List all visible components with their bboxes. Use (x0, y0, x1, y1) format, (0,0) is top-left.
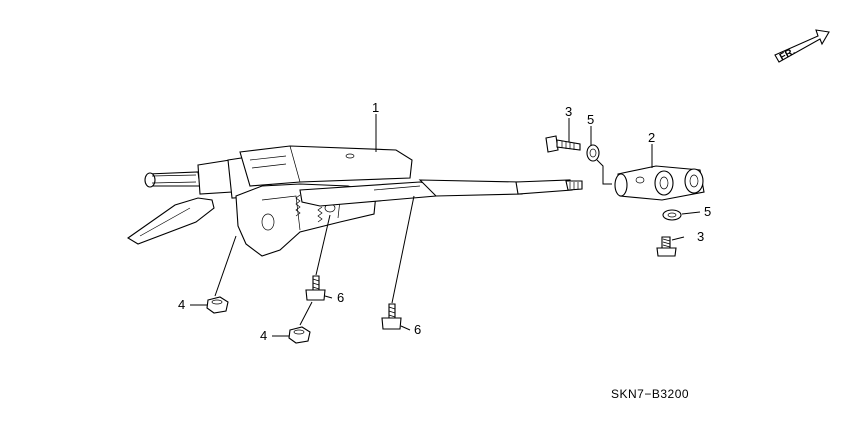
bolt-center (305, 275, 326, 301)
callout-6-right: 6 (414, 322, 421, 337)
front-direction-arrow: FR. (774, 29, 830, 63)
nut-left (206, 296, 229, 314)
washer-lower (662, 209, 682, 221)
bolt-right (381, 303, 402, 330)
callout-5-lower: 5 (704, 204, 711, 219)
nut-center (288, 326, 311, 344)
callout-4-center: 4 (260, 328, 267, 343)
callout-5-upper: 5 (587, 112, 594, 127)
callout-3-upper: 3 (565, 104, 572, 119)
flange-bolt-upper (545, 135, 581, 153)
leader-lines (190, 114, 701, 337)
callouts: 1 2 3 3 5 5 4 4 6 6 (178, 100, 711, 343)
callout-1: 1 (372, 100, 379, 115)
washer-upper (586, 144, 600, 162)
flange-bolt-lower (656, 236, 677, 257)
callout-4-left: 4 (178, 297, 185, 312)
diagram-code: SKN7−B3200 (611, 387, 689, 401)
steering-joint (614, 165, 705, 201)
callout-3-lower: 3 (697, 229, 704, 244)
steering-column-assembly (126, 145, 583, 257)
callout-6-center: 6 (337, 290, 344, 305)
callout-2: 2 (648, 130, 655, 145)
